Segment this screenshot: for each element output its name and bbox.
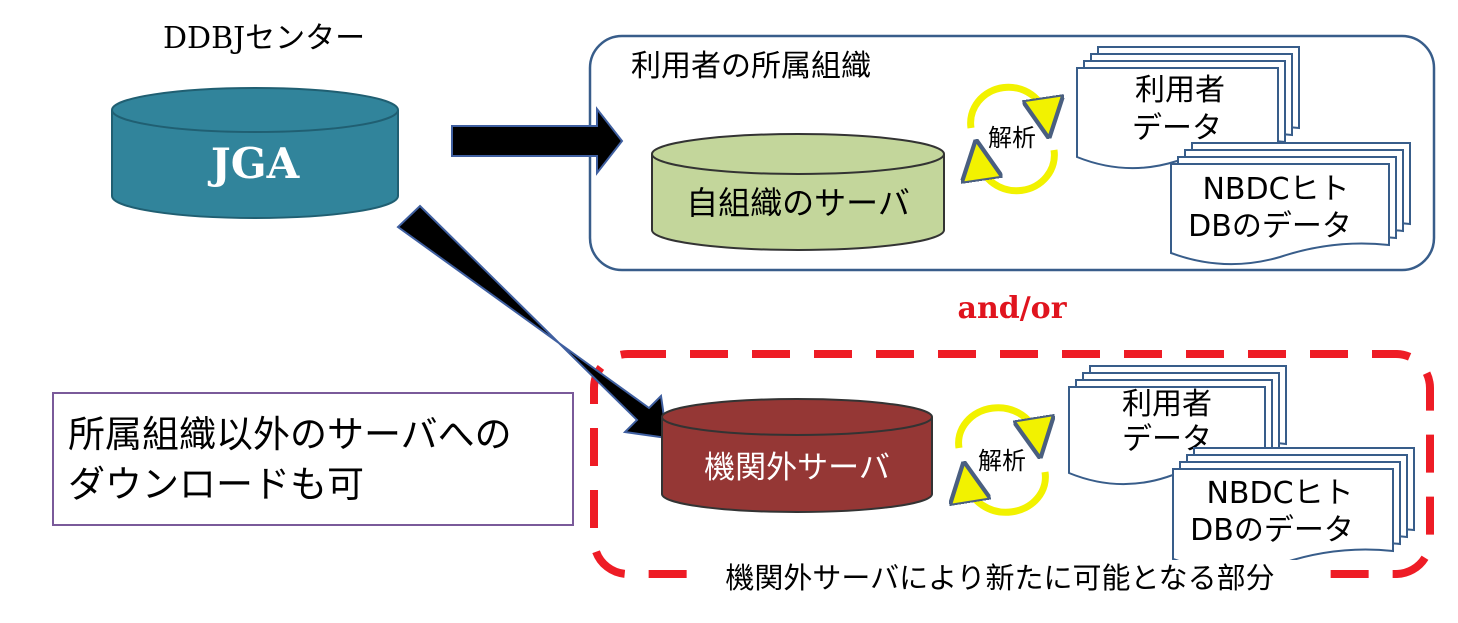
org-user-data-docs: 利用者 データ: [1076, 46, 1300, 170]
org-server-database: 自組織のサーバ: [651, 133, 945, 251]
external-analysis-label: 解析: [978, 447, 1026, 475]
org-analysis-cycle: 解析: [971, 83, 1055, 195]
external-server-label: 機関外サーバ: [704, 450, 890, 486]
org-nbdc-data-docs: NBDCヒト DBのデータ: [1170, 142, 1411, 266]
note-box: 所属組織以外のサーバへの ダウンロードも可: [52, 392, 574, 526]
external-analysis-cycle: 解析: [959, 404, 1046, 516]
jga-label: JGA: [207, 139, 301, 188]
org-nbdc-data-line-1: NBDCヒト: [1202, 172, 1349, 207]
external-server-database: 機関外サーバ: [661, 398, 933, 513]
org-nbdc-data-line-2: DBのデータ: [1188, 209, 1352, 244]
external-region-dashed-box: [590, 350, 1434, 578]
org-user-data-line-1: 利用者: [1135, 73, 1225, 108]
ddbj-center-label: DDBJセンター: [163, 21, 365, 56]
org-box-title: 利用者の所属組織: [631, 49, 871, 84]
external-nbdc-data-docs: NBDCヒト DBのデータ: [1172, 447, 1415, 572]
arrow-to-org-server: [451, 106, 624, 176]
org-user-data-line-2: データ: [1132, 111, 1222, 146]
external-region-caption: 機関外サーバにより新たに可能となる部分: [725, 561, 1274, 595]
and-or-label: and/or: [958, 291, 1068, 326]
note-line-1: 所属組織以外のサーバへの: [68, 413, 512, 456]
note-line-2: ダウンロードも可: [68, 463, 364, 506]
external-nbdc-data-line-1: NBDCヒト: [1206, 476, 1353, 511]
jga-database: JGA: [111, 87, 399, 219]
org-server-label: 自組織のサーバ: [686, 184, 910, 222]
external-user-data-line-1: 利用者: [1122, 387, 1212, 422]
org-analysis-label: 解析: [988, 124, 1036, 152]
external-nbdc-data-line-2: DBのデータ: [1190, 513, 1354, 548]
